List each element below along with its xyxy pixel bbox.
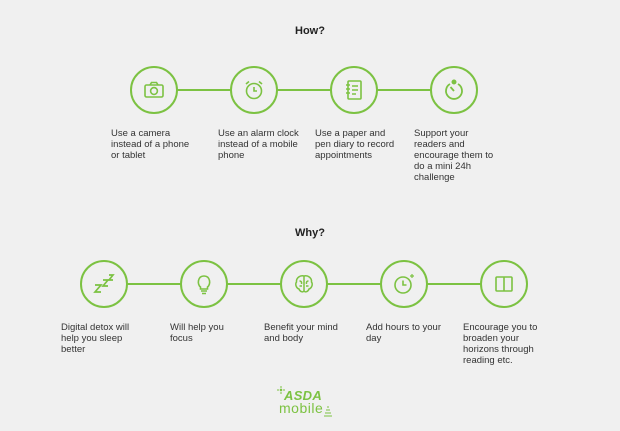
- asda-mobile-logo: ASDA mobile: [277, 386, 338, 422]
- how-step-2-label: Use an alarm clock instead of a mobile p…: [218, 128, 299, 161]
- book-icon: [495, 276, 513, 292]
- why-heading: Why?: [295, 227, 325, 239]
- how-step-3-circle: [330, 66, 378, 114]
- why-step-5-circle: [480, 260, 528, 308]
- why-step-1-circle: [80, 260, 128, 308]
- asda-spark-icon: [277, 386, 285, 394]
- how-step-1-label: Use a camera instead of a phone or table…: [111, 128, 190, 161]
- brain-icon: [295, 275, 313, 293]
- why-step-3-label: Benefit your mind and body: [264, 322, 338, 344]
- why-step-4-label: Add hours to your day: [366, 322, 441, 344]
- how-step-1-circle: [130, 66, 178, 114]
- how-heading: How?: [295, 25, 325, 37]
- why-step-2-circle: [180, 260, 228, 308]
- wifi-signal-icon: [324, 406, 332, 417]
- how-step-3-label: Use a paper and pen diary to record appo…: [315, 128, 395, 161]
- why-step-2-label: Will help you focus: [170, 322, 224, 344]
- why-step-4-circle: [380, 260, 428, 308]
- lightbulb-icon: [197, 275, 211, 295]
- why-step-5-label: Encourage you to broaden your horizons t…: [463, 322, 538, 366]
- how-connector-line: [154, 89, 454, 91]
- stopwatch-icon: [445, 79, 463, 100]
- alarm-clock-icon: [245, 80, 263, 100]
- why-step-3-circle: [280, 260, 328, 308]
- diary-icon: [346, 80, 362, 100]
- logo-brand-text: ASDA: [284, 388, 323, 403]
- camera-icon: [144, 81, 164, 98]
- how-step-2-circle: [230, 66, 278, 114]
- how-step-4-circle: [430, 66, 478, 114]
- clock-plus-icon: [394, 274, 414, 294]
- why-step-1-label: Digital detox will help you sleep better: [61, 322, 130, 355]
- sleep-zzz-icon: [93, 274, 115, 293]
- logo-product-text: mobile: [279, 400, 324, 416]
- how-step-4-label: Support your readers and encourage them …: [414, 128, 494, 183]
